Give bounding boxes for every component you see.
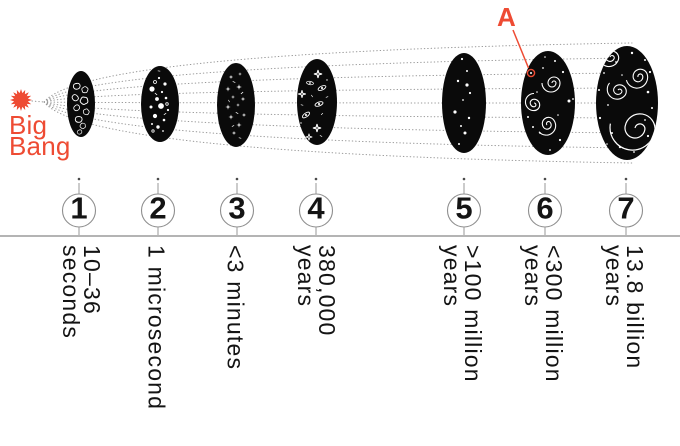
stage-3-time-label: <3 minutes — [222, 245, 249, 371]
stage-7-galaxies — [596, 46, 657, 153]
stage-4-time-label: 380,000 years — [293, 245, 341, 337]
stage-7-number: 7 — [617, 190, 635, 226]
big-bang-label: Big Bang — [9, 110, 71, 161]
stage-2-particle-dots — [149, 70, 170, 133]
stage-4-marker — [298, 177, 334, 235]
stage-5-time-label: >100 million years — [439, 245, 487, 383]
annotation-target-ring — [526, 68, 536, 78]
stage-6-number: 6 — [536, 190, 554, 226]
stage-6-galaxies — [524, 56, 574, 151]
annotation-a-label: A — [497, 2, 516, 32]
bigbang-connector-line — [31, 100, 45, 103]
stage-4-atoms — [297, 69, 329, 141]
stage-3-ellipse — [217, 63, 255, 147]
stage-6-marker — [527, 177, 563, 235]
stage-5-marker — [446, 177, 482, 235]
stage-5-star-dots — [453, 57, 472, 145]
stage-1-marker — [61, 177, 97, 235]
stage-6-time-label: <300 million years — [520, 245, 568, 383]
stage-5-number: 5 — [455, 190, 473, 226]
big-bang-label-line2: Bang — [9, 131, 71, 161]
stage-markers — [61, 177, 644, 235]
big-bang-burst-icon — [10, 89, 32, 111]
stage-2-time-label: 1 microsecond — [143, 245, 170, 411]
stage-2-number: 2 — [149, 190, 167, 226]
expansion-fan-lines — [31, 42, 633, 164]
stage-3-number: 3 — [228, 190, 246, 226]
stage-6-ellipse — [521, 51, 575, 155]
stage-2-marker — [140, 177, 176, 235]
stage-3-marker — [219, 177, 255, 235]
big-bang-label-line1: Big — [9, 110, 48, 140]
stage-7-marker — [608, 177, 644, 235]
stage-4-number: 4 — [307, 190, 325, 226]
stage-7-time-label: 13.8 billion years — [601, 245, 649, 370]
stage-1-number: 1 — [70, 190, 88, 226]
stage-1-ellipse — [67, 71, 95, 137]
stage-1-time-label: 10–36 seconds — [58, 245, 106, 340]
annotation-arrow-line — [512, 29, 530, 69]
annotation-a-pointer — [512, 29, 536, 78]
stage-5-ellipse — [442, 53, 486, 153]
